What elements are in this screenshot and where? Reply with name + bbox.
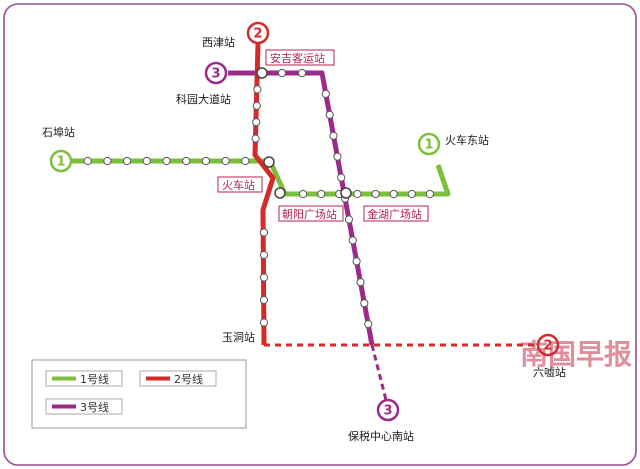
line-2-station bbox=[253, 85, 262, 94]
line-1-station bbox=[317, 189, 326, 199]
legend-item-box bbox=[45, 370, 123, 387]
line-1-station bbox=[182, 156, 191, 166]
line-3-station bbox=[321, 89, 330, 99]
line-2-station bbox=[252, 118, 261, 127]
line2-badge-circle bbox=[246, 21, 270, 45]
station-label-liuxu: 六嘘站 bbox=[533, 365, 566, 379]
terminal-line2-liuxu: 2 bbox=[536, 333, 560, 357]
legend-item-box bbox=[139, 370, 217, 387]
line-2-station bbox=[259, 228, 269, 237]
line-1-station bbox=[83, 156, 92, 166]
line-3-station bbox=[352, 257, 361, 266]
line-3-station bbox=[325, 110, 334, 119]
legend-frame bbox=[31, 359, 247, 429]
line3-badge-circle-south bbox=[376, 398, 400, 422]
line-3-station bbox=[364, 320, 373, 329]
legend-item-line2: 2号线 bbox=[139, 370, 217, 387]
line-1-station bbox=[389, 189, 398, 199]
line-1-station bbox=[142, 156, 151, 166]
transfer-chaoyang bbox=[274, 187, 286, 199]
legend-item-box bbox=[45, 398, 123, 415]
legend-label-line3: 3号线 bbox=[80, 400, 109, 414]
station-label-xijin: 西津站 bbox=[202, 35, 235, 49]
station-label-shibu: 石埠站 bbox=[42, 125, 75, 139]
line-2-station bbox=[259, 250, 269, 260]
legend: 1号线 2号线 3号线 bbox=[31, 359, 247, 429]
line-3-track bbox=[228, 70, 375, 346]
line-1-station bbox=[103, 156, 112, 166]
map-frame bbox=[3, 3, 637, 466]
station-label-baoshui: 保税中心南站 bbox=[348, 429, 414, 443]
station-markers bbox=[83, 68, 434, 329]
line3-badge-circle bbox=[204, 61, 228, 85]
line-2-station bbox=[251, 134, 260, 143]
line2-badge-number: 2 bbox=[253, 27, 262, 42]
terminal-line1-shibu: 1 bbox=[49, 149, 73, 173]
line3-badge-number-south: 3 bbox=[383, 404, 392, 419]
station-label-jinhu: 金湖广场站 bbox=[367, 207, 422, 221]
legend-label-line2: 2号线 bbox=[174, 372, 203, 386]
line-1-station bbox=[241, 156, 250, 166]
transfer-anjikeyun bbox=[256, 67, 268, 79]
line-1-station bbox=[353, 189, 362, 199]
terminal-line2-xijin: 2 bbox=[246, 21, 270, 45]
line-1-station bbox=[201, 156, 210, 166]
legend-label-line1: 1号线 bbox=[80, 372, 109, 386]
label-box bbox=[265, 49, 335, 66]
station-label-yudong: 玉洞站 bbox=[222, 330, 255, 344]
line-3-planned-track bbox=[370, 344, 388, 401]
legend-item-line1: 1号线 bbox=[45, 370, 123, 387]
line-2-station bbox=[259, 318, 269, 327]
label-box bbox=[217, 176, 263, 193]
line1-badge-number-east: 1 bbox=[424, 138, 433, 153]
terminal-line3-baoshui: 3 bbox=[376, 398, 400, 422]
transfer-label-anjikeyun: 安吉客运站 bbox=[265, 49, 335, 66]
line-1-station bbox=[162, 156, 171, 166]
line-3-station bbox=[297, 68, 307, 78]
terminal-line1-huochedong: 1 bbox=[417, 132, 441, 156]
line-3-station bbox=[348, 236, 357, 245]
transfer-label-jinhu: 金湖广场站 bbox=[363, 205, 429, 222]
transfer-label-chaoyang: 朝阳广场站 bbox=[278, 205, 344, 222]
station-label-chaoyang: 朝阳广场站 bbox=[282, 207, 337, 221]
line-3-station bbox=[344, 215, 353, 224]
line-2-station bbox=[259, 295, 269, 305]
line-3-station bbox=[329, 131, 338, 140]
line-1-station bbox=[407, 189, 416, 199]
station-label-huoche: 火车站 bbox=[222, 178, 255, 192]
legend-item-line3: 3号线 bbox=[45, 398, 123, 415]
line-3-station bbox=[333, 152, 342, 161]
line-3-route bbox=[228, 70, 388, 401]
newspaper-watermark: 南国早报 bbox=[520, 338, 632, 371]
station-label-anjikeyun: 安吉客运站 bbox=[270, 51, 325, 65]
line-1-track-east bbox=[267, 159, 451, 197]
label-box bbox=[363, 205, 429, 222]
line2-badge-number-east: 2 bbox=[543, 339, 552, 354]
line-2-station bbox=[252, 101, 261, 110]
line-1-station bbox=[425, 189, 434, 199]
line-3-station bbox=[356, 278, 365, 287]
transfer-huoche bbox=[263, 156, 275, 168]
line-2-station bbox=[259, 273, 269, 282]
line-1-station bbox=[299, 189, 308, 199]
line2-badge-circle-east bbox=[536, 333, 560, 357]
station-label-keyuandadao: 科园大道站 bbox=[176, 92, 231, 106]
label-box bbox=[278, 205, 344, 222]
line1-badge-circle bbox=[49, 149, 73, 173]
line1-badge-circle-east bbox=[417, 132, 441, 156]
transfer-label-huoche: 火车站 bbox=[217, 176, 263, 193]
line-1-station bbox=[123, 156, 132, 166]
line3-badge-number: 3 bbox=[211, 67, 220, 82]
line-3-station bbox=[277, 68, 287, 78]
transfer-jinhu bbox=[340, 187, 352, 199]
line-3-station bbox=[337, 173, 346, 182]
line1-badge-number: 1 bbox=[56, 155, 65, 170]
terminal-line3-keyuan: 3 bbox=[204, 61, 228, 85]
station-label-huochedong: 火车东站 bbox=[445, 133, 489, 147]
line-1-station bbox=[371, 189, 380, 199]
line-3-station bbox=[360, 299, 369, 308]
line-1-station bbox=[221, 156, 230, 166]
